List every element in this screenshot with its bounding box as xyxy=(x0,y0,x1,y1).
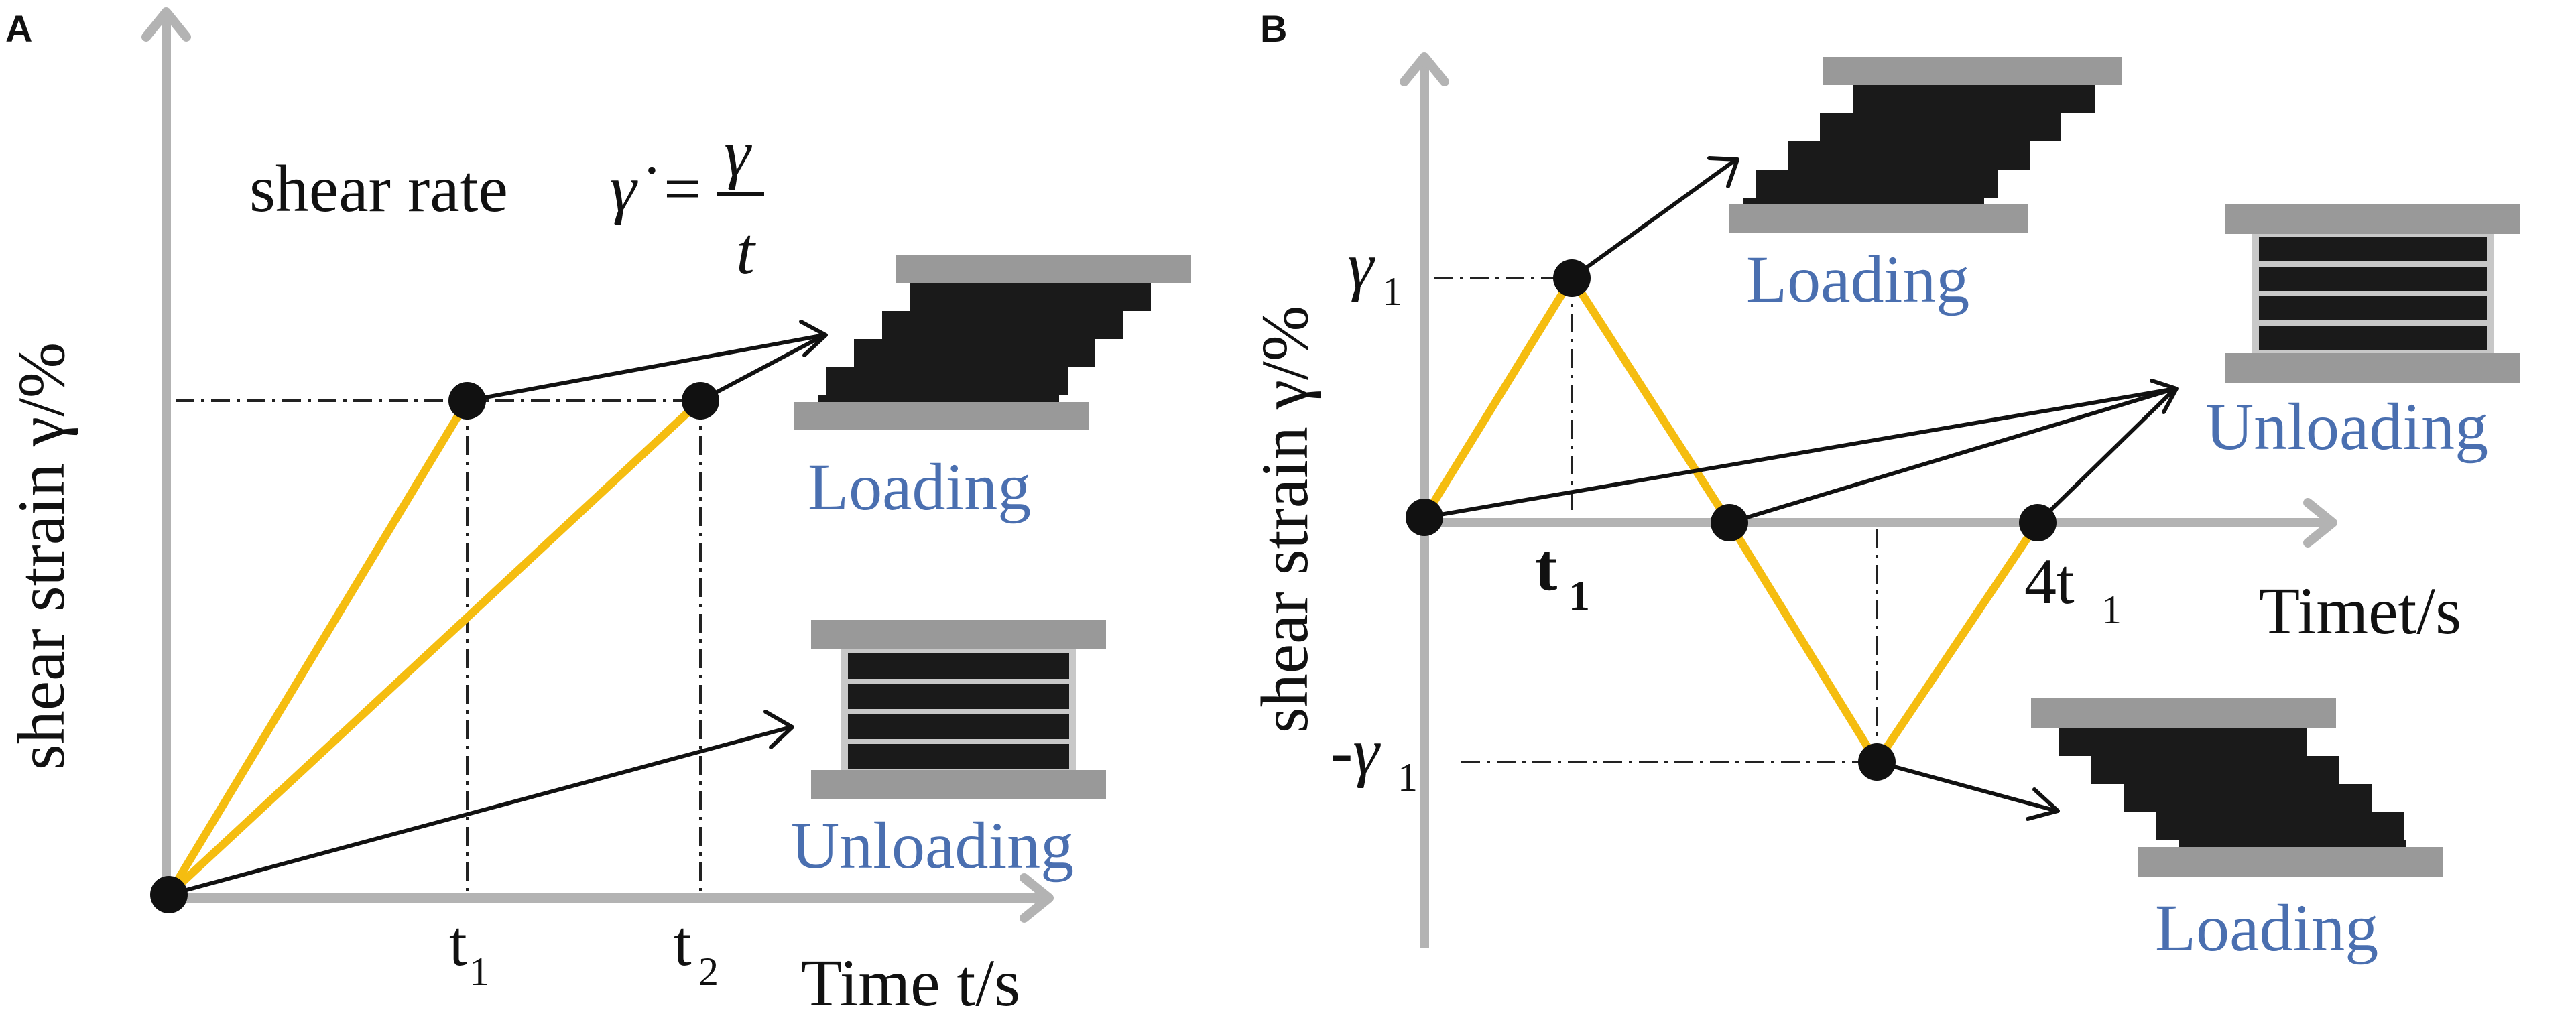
panel-b-tick-t1: t 1 xyxy=(1535,530,1590,619)
panel-b-point-peak xyxy=(1553,259,1591,297)
panel-a-tick-t2: t 2 xyxy=(674,907,719,994)
formula-equals: = xyxy=(664,151,701,226)
panel-a-y-axis xyxy=(141,7,191,898)
panel-a-origin-point xyxy=(150,876,188,913)
svg-text:t: t xyxy=(1535,530,1557,604)
panel-b-tick-4t1: 4t 1 xyxy=(2024,545,2122,632)
panel-b-point-trough xyxy=(1858,743,1896,781)
panel-a-tick-t1: t 1 xyxy=(449,907,489,994)
panel-b-loading-label-bottom: Loading xyxy=(2155,891,2378,965)
panel-b-tick-gamma1: γ 1 xyxy=(1347,229,1402,314)
panel-a-shear-rate-formula: shear rate γ̇ = γ t xyxy=(249,116,764,288)
panel-a-x-axis-label: Time t/s xyxy=(801,946,1020,1020)
svg-text:t: t xyxy=(674,907,692,979)
panel-b-label: B xyxy=(1260,7,1287,50)
panel-b-x-axis-label: Timet/s xyxy=(2259,574,2461,648)
panel-b-loading-label-top: Loading xyxy=(1746,242,1969,316)
svg-text:-γ: -γ xyxy=(1331,714,1381,789)
panel-b-tick-neg-gamma1: -γ 1 xyxy=(1331,714,1418,799)
panel-a-y-axis-label: shear strain γ/% xyxy=(4,342,78,770)
svg-text:1: 1 xyxy=(2101,588,2122,632)
svg-text:2: 2 xyxy=(698,950,719,994)
formula-prefix: shear rate xyxy=(249,151,508,226)
svg-text:t: t xyxy=(449,907,467,979)
panel-a-x-axis xyxy=(166,873,1054,923)
svg-text:1: 1 xyxy=(469,950,489,994)
svg-text:1: 1 xyxy=(1382,269,1402,314)
panel-b-point-zero-cross xyxy=(1711,504,1748,541)
svg-text:γ: γ xyxy=(1347,229,1375,303)
panel-a-unloading-label: Unloading xyxy=(791,808,1074,883)
panel-b-unloading-label: Unloading xyxy=(2205,389,2488,464)
panel-a-unloading-specimen xyxy=(811,620,1106,799)
panel-a-label: A xyxy=(5,7,32,50)
panel-b-x-axis xyxy=(1424,498,2337,548)
panel-a: A shear strain γ/% xyxy=(4,7,1191,1020)
formula-denominator: t xyxy=(736,214,756,288)
panel-b: B shear strain γ/% xyxy=(1247,7,2520,965)
svg-text:1: 1 xyxy=(1569,572,1590,619)
panel-a-point-t1 xyxy=(448,382,486,420)
panel-a-guide-lines xyxy=(176,399,702,891)
svg-text:1: 1 xyxy=(1398,755,1418,799)
panel-b-unloading-specimen xyxy=(2225,204,2520,383)
panel-b-guide-lines xyxy=(1434,277,1878,763)
formula-numerator: γ xyxy=(724,116,752,190)
panel-a-point-t2 xyxy=(682,382,719,420)
svg-text:4t: 4t xyxy=(2024,545,2075,617)
panel-b-y-axis-label: shear strain γ/% xyxy=(1247,306,1322,733)
panel-a-loading-label: Loading xyxy=(808,450,1031,524)
panel-a-arrows xyxy=(167,320,828,897)
panel-b-arrows xyxy=(1422,156,2179,821)
panel-b-loading-specimen-top xyxy=(1729,57,2122,233)
panel-a-loading-specimen xyxy=(794,255,1191,430)
formula-gamma-dot: γ̇ xyxy=(610,151,656,226)
panel-b-origin-point xyxy=(1406,499,1443,536)
panel-b-point-4t1 xyxy=(2019,504,2057,541)
panel-a-strain-curves xyxy=(165,397,704,899)
panel-b-loading-specimen-bottom xyxy=(2031,698,2443,877)
